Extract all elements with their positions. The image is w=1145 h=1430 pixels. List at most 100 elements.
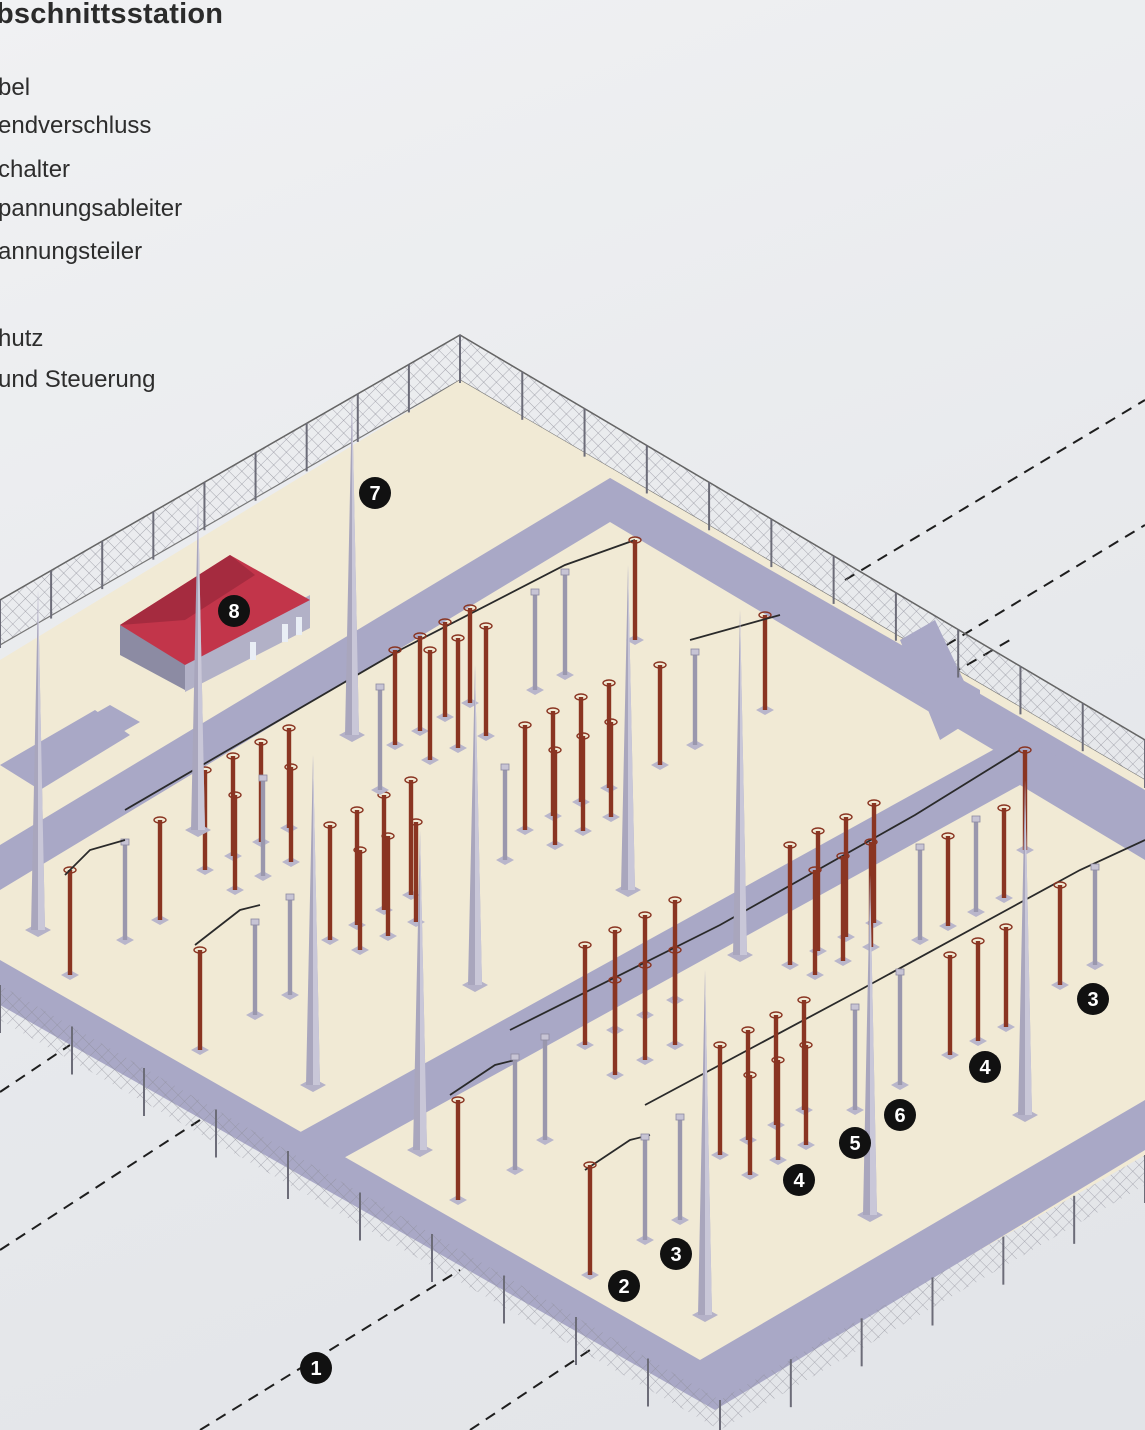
insulator-column — [421, 646, 439, 765]
callout-marker: 8 — [218, 595, 250, 627]
callout-marker: 1 — [300, 1352, 332, 1384]
insulator-body — [392, 650, 398, 745]
building-roof — [120, 555, 310, 665]
building-roof-ridge — [120, 555, 255, 625]
insulator-ring — [653, 661, 667, 669]
busbar-conductor — [689, 614, 781, 641]
insulator-ring — [839, 813, 853, 821]
insulator-body — [197, 950, 203, 1050]
insulator-ring — [388, 646, 402, 654]
column-cap — [530, 588, 540, 596]
callout-marker: 4 — [969, 1051, 1001, 1083]
column-body — [973, 822, 979, 912]
insulator-ring — [943, 951, 957, 959]
insulator-body — [483, 626, 489, 736]
insulator-ring — [713, 1041, 727, 1049]
support-column — [636, 1133, 654, 1245]
column-cap — [675, 1113, 685, 1121]
insulator-ring — [999, 923, 1013, 931]
insulator-body — [580, 736, 586, 831]
callout-marker: 2 — [608, 1270, 640, 1302]
column-cap — [690, 648, 700, 656]
insulator-ring — [451, 1096, 465, 1104]
insulator-ring — [638, 961, 652, 969]
column-body — [692, 655, 698, 745]
insulator-ring — [413, 632, 427, 640]
lightning-mast — [462, 665, 488, 992]
callout-circle — [969, 1051, 1001, 1083]
insulator-ring — [381, 832, 395, 840]
cable-route — [0, 1044, 71, 1093]
column-cap — [540, 1033, 550, 1041]
insulator-body — [385, 836, 391, 936]
insulator-ring — [576, 732, 590, 740]
insulator-column — [581, 1161, 599, 1280]
insulator-column — [449, 1096, 467, 1205]
insulator-ring — [758, 611, 772, 619]
busbar-conductor — [449, 1059, 516, 1096]
insulator-body — [455, 1100, 461, 1200]
column-body — [917, 850, 923, 940]
callout-circle — [608, 1270, 640, 1302]
insulator-column — [546, 746, 564, 850]
insulator-body — [608, 722, 614, 817]
insulator-column — [516, 721, 534, 835]
column-cap — [915, 843, 925, 851]
support-column — [967, 815, 985, 917]
column-body — [122, 845, 128, 940]
road-cross — [295, 735, 1145, 1160]
insulator-ring — [438, 618, 452, 626]
insulator-column — [449, 634, 467, 753]
road-stub-2 — [75, 705, 140, 745]
insulator-column — [151, 816, 169, 925]
callout-circle — [884, 1099, 916, 1131]
lightning-mast — [185, 500, 211, 837]
insulator-ring — [193, 946, 207, 954]
column-body — [642, 1140, 648, 1240]
mast-highlight — [705, 970, 712, 1315]
callout-circle — [1077, 983, 1109, 1015]
column-body — [897, 975, 903, 1085]
column-body — [852, 1010, 858, 1110]
insulator-body — [455, 638, 461, 748]
column-body — [512, 1060, 518, 1170]
column-body — [542, 1040, 548, 1140]
insulator-ring — [741, 1026, 755, 1034]
insulator-column — [351, 846, 369, 955]
column-cap — [250, 918, 260, 926]
callout-label: 8 — [228, 601, 239, 623]
insulator-column — [477, 622, 495, 741]
callout-label: 4 — [979, 1057, 991, 1079]
insulator-body — [657, 665, 663, 765]
insulator-body — [442, 622, 448, 717]
insulator-column — [191, 946, 209, 1055]
insulator-column — [756, 611, 774, 715]
lightning-mast — [25, 590, 51, 937]
insulator-column — [997, 923, 1015, 1032]
mast-highlight — [740, 610, 747, 955]
callout-label: 5 — [849, 1133, 860, 1155]
insulator-ring — [226, 752, 240, 760]
insulator-body — [381, 795, 387, 910]
insulator-column — [602, 718, 620, 822]
insulator-column — [969, 937, 987, 1046]
support-column — [496, 763, 514, 865]
insulator-body — [467, 608, 473, 703]
road-bottom — [0, 960, 1145, 1410]
column-body — [252, 925, 258, 1015]
legend-item-3: chalter — [0, 156, 71, 183]
insulator-column — [711, 1041, 729, 1160]
insulator-ring — [323, 821, 337, 829]
column-body — [287, 900, 293, 995]
building-window — [250, 642, 256, 660]
support-column — [536, 1033, 554, 1145]
support-column — [1086, 863, 1104, 970]
legend-item-4: pannungsableiter — [0, 195, 183, 222]
support-column — [246, 918, 264, 1020]
callout-circle — [783, 1164, 815, 1196]
insulator-body — [232, 795, 238, 890]
insulator-column — [636, 961, 654, 1065]
insulator-ring — [836, 852, 850, 860]
insulator-column — [651, 661, 669, 770]
insulator-column — [1051, 881, 1069, 990]
